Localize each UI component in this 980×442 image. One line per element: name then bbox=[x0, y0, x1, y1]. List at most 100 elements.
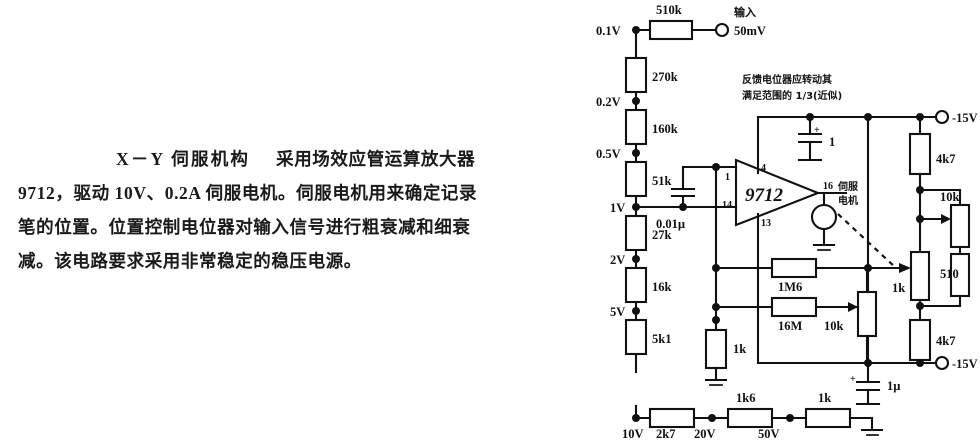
resistor-label-270k: 270k bbox=[652, 70, 678, 84]
motor-label-line2: 电机 bbox=[838, 194, 858, 207]
tap-label-50v: 50V bbox=[758, 427, 780, 441]
pot-1k-feedback-body[interactable] bbox=[909, 250, 931, 302]
ground-symbol-motor bbox=[812, 243, 836, 251]
capacitor-label-1u-top: 1 bbox=[829, 135, 835, 149]
tap-label-1v: 1V bbox=[610, 201, 625, 215]
resistor-label-1M6: 1M6 bbox=[778, 280, 802, 294]
resistor-5k1 bbox=[624, 318, 648, 356]
resistor-label-16k: 16k bbox=[652, 280, 672, 294]
supply-terminal-top[interactable] bbox=[934, 109, 950, 125]
resistor-label-1k-shunt: 1k bbox=[733, 342, 746, 356]
resistor-label-510: 510 bbox=[940, 267, 959, 281]
resistor-2k7 bbox=[648, 407, 696, 429]
resistor-label-5k1: 5k1 bbox=[652, 332, 671, 346]
resistor-16k bbox=[624, 266, 648, 304]
pot-label-10k-gain: 10k bbox=[940, 190, 960, 204]
pot-1k-wiper-arrow bbox=[899, 263, 911, 273]
pot-10k-wiper-arrow bbox=[848, 302, 858, 312]
capacitor-1u-bottom bbox=[855, 380, 881, 406]
feedback-network: 1M6 16M 1k bbox=[704, 205, 900, 386]
input-terminal[interactable] bbox=[714, 22, 730, 38]
resistor-label-1k-bottom: 1k bbox=[818, 391, 831, 405]
resistor-label-27k: 27k bbox=[652, 228, 672, 242]
resistor-160k bbox=[624, 108, 648, 146]
resistor-16M bbox=[770, 296, 818, 318]
tap-label-0p2v: 0.2V bbox=[596, 95, 621, 109]
resistor-label-4k7-top: 4k7 bbox=[936, 152, 955, 166]
node-0p5v bbox=[632, 149, 640, 157]
tap-label-2v: 2V bbox=[610, 253, 625, 267]
resistor-label-1k6: 1k6 bbox=[736, 391, 755, 405]
opamp-9712: 9712 4 1 14 13 16 bbox=[712, 115, 848, 365]
description-line-2: 9712，驱动 10V、0.2A 伺服电机。伺服电机用来确定记录 bbox=[18, 183, 478, 203]
resistor-4k7-top bbox=[908, 132, 932, 176]
right-bridge-network: 4k7 10k 510 1k 4k bbox=[892, 115, 971, 365]
center-supply-column: + 1µ bbox=[850, 115, 900, 406]
supply-label-bottom: -15V bbox=[952, 357, 978, 371]
resistor-label-510k: 510k bbox=[656, 3, 682, 17]
supply-terminal-bottom[interactable] bbox=[934, 355, 950, 371]
tap-label-0p5v: 0.5V bbox=[596, 147, 621, 161]
input-branch: 510k 输入 50mV bbox=[634, 3, 766, 41]
tap-label-5v: 5V bbox=[610, 305, 625, 319]
mechanical-coupling-dashed-line bbox=[837, 213, 897, 269]
resistor-1M6 bbox=[770, 257, 818, 279]
description-line-3: 笔的位置。位置控制电位器对输入信号进行粗衰减和细衰 bbox=[18, 217, 471, 237]
pot-10k-gain-body[interactable] bbox=[949, 203, 971, 249]
ground-symbol-1k bbox=[704, 378, 728, 386]
motor-label-line1: 伺服 bbox=[837, 180, 859, 193]
servo-motor: 伺服 电机 bbox=[810, 180, 897, 269]
input-label: 输入 bbox=[734, 5, 756, 19]
node-center-fb bbox=[864, 264, 872, 272]
feedback-note-line2: 满足范围的 1/3(近似) bbox=[742, 89, 842, 102]
resistor-27k bbox=[624, 214, 648, 252]
supply-label-top: -15V bbox=[952, 111, 978, 125]
motor-symbol bbox=[810, 203, 838, 231]
pin-label-1: 1 bbox=[725, 172, 730, 183]
resistor-1k-shunt bbox=[704, 328, 728, 370]
capacitor-polarity-plus-bottom: + bbox=[850, 374, 856, 385]
node-bridge-lower bbox=[916, 302, 924, 310]
description-line-4: 减。该电路要求采用非常稳定的稳压电源。 bbox=[18, 251, 362, 271]
opamp-part-number: 9712 bbox=[745, 185, 784, 206]
description-line-1-rest: 采用场效应管运算放大器 bbox=[276, 149, 476, 169]
pot-10k-body[interactable] bbox=[856, 290, 878, 338]
resistor-270k bbox=[624, 56, 648, 94]
resistor-51k bbox=[624, 160, 648, 198]
capacitor-label-1u-bottom: 1µ bbox=[887, 379, 900, 393]
bottom-divider-chain: 1k6 1k 10V 2k7 20V 50V bbox=[622, 391, 884, 441]
feedback-note-line1: 反馈电位器应转动其 bbox=[742, 73, 832, 86]
input-value: 50mV bbox=[734, 24, 766, 38]
ground-symbol-bottom-chain bbox=[860, 428, 884, 436]
resistor-4k7-bottom bbox=[908, 318, 932, 362]
capacitor-label-0p01u: 0.01µ bbox=[656, 217, 685, 231]
pin-label-13: 13 bbox=[761, 218, 771, 229]
capacitor-1u-top bbox=[797, 132, 823, 162]
bottom-supply-rail: -15V bbox=[756, 355, 978, 371]
resistor-1k6 bbox=[726, 407, 774, 429]
tap-label-0p1v: 0.1V bbox=[596, 24, 621, 38]
node-0p2v bbox=[632, 97, 640, 105]
pot-10k-gain-wiper-arrow bbox=[941, 214, 951, 224]
divider-ladder: 270k 160k 51k 27k 16k 5k1 0.1V 0.2V 0.5V… bbox=[596, 24, 678, 422]
resistor-1k-bottom bbox=[804, 407, 852, 429]
signal-input-wire: 0.01µ bbox=[634, 165, 738, 231]
description-line-1: X－Y 伺服机构采用场效应管运算放大器 bbox=[18, 146, 578, 173]
pot-label-10k-balance: 10k bbox=[824, 319, 844, 333]
resistor-label-160k: 160k bbox=[652, 122, 678, 136]
tap-label-10v: 10V bbox=[622, 427, 644, 441]
pin-label-16: 16 bbox=[823, 181, 833, 192]
resistor-label-2k7: 2k7 bbox=[656, 427, 675, 441]
node-2v bbox=[632, 255, 640, 263]
pot-label-1k-feedback: 1k bbox=[892, 281, 905, 295]
node-bottom-rail-right bbox=[916, 359, 924, 367]
node-5v bbox=[632, 307, 640, 315]
resistor-label-51k: 51k bbox=[652, 174, 672, 188]
resistor-510k bbox=[648, 19, 694, 41]
top-supply-rail: + 1 -15V 反馈电位器应转动其 满足范围的 1/3(近似) bbox=[742, 73, 978, 162]
resistor-label-4k7-bottom: 4k7 bbox=[936, 334, 955, 348]
tap-label-20v: 20V bbox=[694, 427, 716, 441]
pin-label-14: 14 bbox=[722, 200, 732, 211]
circuit-schematic: 270k 160k 51k 27k 16k 5k1 0.1V 0.2V 0.5V… bbox=[586, 0, 980, 442]
pin-label-4: 4 bbox=[761, 163, 766, 174]
